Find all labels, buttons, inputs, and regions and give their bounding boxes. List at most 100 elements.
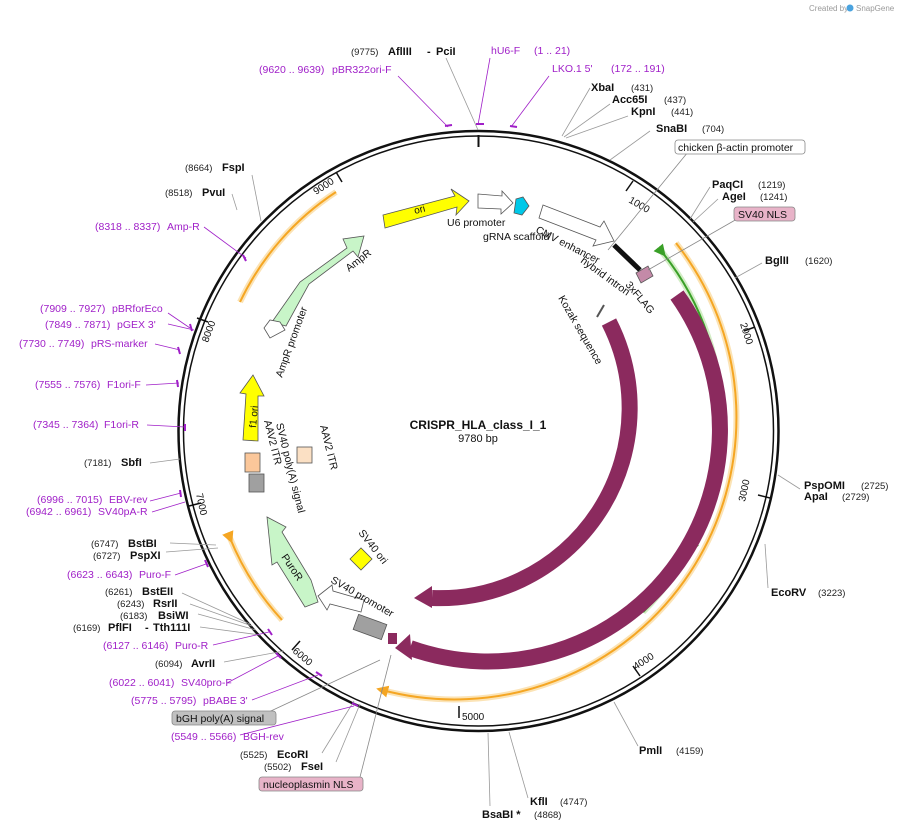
enzyme-name-pspOMI: PspOMI [804, 480, 845, 492]
cas9-arrowhead-outer [395, 634, 412, 660]
enzyme-name-xbaI: XbaI [591, 82, 614, 94]
3xflag-block [635, 265, 654, 284]
primer-range-lko1: (172 .. 191) [611, 63, 665, 75]
leader-line [169, 542, 217, 546]
enzyme-name-pspXI: PspXI [130, 550, 161, 562]
leader-line [212, 631, 270, 646]
primer-range-pgex3: (7849 .. 7871) [45, 319, 110, 331]
enzyme-pos-pmlI: (4159) [676, 746, 703, 757]
primer-name-f1orir: F1ori-R [104, 419, 139, 431]
enzyme-name-tth111I: Tth111I [153, 622, 190, 634]
primer-name-pbabe3: pBABE 3' [203, 695, 248, 707]
primer-marker [267, 628, 273, 636]
enzyme-name-pciI: PciI [436, 46, 456, 58]
sv40-promoter-arrow [317, 584, 365, 613]
ori-label: ori [413, 204, 426, 217]
box-sv40-nls [733, 206, 796, 222]
leader-line [508, 731, 529, 799]
leader-line [563, 103, 611, 138]
primer-name-f1orif: F1ori-F [107, 379, 141, 391]
leader-line [561, 87, 591, 137]
tick-mark [196, 317, 209, 323]
primer-name-pbrforeco: pBRforEco [112, 303, 163, 315]
primer-name-pgex3: pGEX 3' [117, 319, 156, 331]
3xflag-label: 3xFLAG [623, 279, 657, 316]
enzyme-name-snaBI: SnaBI [656, 123, 687, 135]
orange-arc-left-upper-line [239, 191, 337, 303]
enzyme-pos-acc65I: (437) [664, 95, 686, 106]
primer-name-hu6f: hU6-F [491, 45, 520, 57]
snapgene-logo-icon [846, 4, 854, 12]
tick-mark [291, 640, 301, 651]
tick-mark [335, 171, 343, 183]
enzyme-name-pflFI: PflFI [108, 622, 132, 634]
enzyme-name-avrII: AvrII [191, 658, 215, 670]
leader-line [607, 151, 689, 251]
primer-range-hu6f: (1 .. 21) [534, 45, 570, 57]
enzyme-separator-2: - [145, 622, 149, 634]
leader-line [167, 323, 195, 331]
cas9-small-block [388, 633, 397, 644]
leader-line [251, 174, 262, 222]
enzyme-leader-lines [149, 57, 801, 807]
enzyme-pos-kflI: (4747) [560, 797, 587, 808]
primer-range-f1orir: (7345 .. 7364) [33, 419, 98, 431]
enzyme-name-rsrII: RsrII [153, 598, 177, 610]
leader-line [689, 186, 711, 220]
box-leader-lines [257, 151, 738, 778]
cas9-arc-outer [407, 290, 728, 670]
leader-line [647, 218, 738, 271]
aav2-itr-right-label: AAV2 ITR [317, 424, 340, 472]
leader-line [239, 705, 355, 736]
boxed-labels: chicken β-actin promoter SV40 NLS bGH po… [171, 139, 806, 792]
enzyme-name-ageI: AgeI [722, 191, 746, 203]
leader-line [734, 262, 763, 279]
tick-mark [632, 665, 641, 677]
enzyme-name-bsaBI: BsaBI * [482, 809, 521, 821]
kozak-marker [596, 304, 605, 318]
box-sv40-nls-text: SV40 NLS [738, 209, 787, 221]
leader-line [777, 474, 801, 490]
leader-line [145, 382, 180, 386]
enzyme-name-ecoRV: EcoRV [771, 587, 807, 599]
enzyme-pos-fspI: (8664) [185, 163, 212, 174]
enzyme-name-kflI: KflI [530, 796, 548, 808]
enzyme-pos-pspOMI: (2725) [861, 481, 888, 492]
primer-name-pbr322orif: pBR322ori-F [332, 64, 392, 76]
enzyme-pos-avrII: (6094) [155, 659, 182, 670]
primer-marker [444, 124, 453, 127]
aav2-itr-right-block [296, 446, 313, 464]
grna-scaffold-arrow [513, 196, 530, 216]
box-chicken-actin-text: chicken β-actin promoter [678, 142, 794, 154]
primer-range-puror: (6127 .. 6146) [103, 640, 168, 652]
primer-marker [177, 346, 181, 355]
leader-line [257, 659, 381, 718]
leader-line [335, 703, 361, 763]
leader-line [321, 700, 355, 754]
backbone-outer-ring [177, 129, 780, 733]
enzyme-pos-snaBI: (704) [702, 124, 724, 135]
primer-range-ampr: (8318 .. 8337) [95, 221, 160, 233]
leader-line [199, 626, 261, 636]
sv40-polya-label: SV40 poly(A) signal [273, 422, 307, 514]
tick-label-8000: 8000 [200, 319, 218, 344]
enzyme-name-bstEII: BstEII [142, 586, 173, 598]
box-bgh-polya-text: bGH poly(A) signal [176, 713, 264, 725]
credit-text: Created by [809, 4, 848, 13]
f1-ori-label: f1 ori [248, 405, 261, 428]
leader-line [197, 613, 257, 631]
leader-line [154, 343, 181, 351]
chicken-actin-bar [612, 243, 642, 272]
tick-mark [743, 326, 756, 332]
primer-range-sv40prof: (6022 .. 6041) [109, 677, 174, 689]
leader-line [203, 226, 247, 259]
primer-name-sv40par: SV40pA-R [98, 506, 148, 518]
enzyme-pos-xbaI: (431) [631, 83, 653, 94]
leader-line [226, 655, 279, 684]
f1-ori-arrow [239, 374, 265, 442]
sv40-ori-block [349, 547, 373, 571]
primer-marker [179, 489, 182, 498]
enzyme-labels: (9775) AflIII - PciI XbaI (431) Acc65I (… [73, 46, 888, 821]
leader-line [445, 57, 479, 131]
primer-name-sv40prof: SV40pro-F [181, 677, 232, 689]
